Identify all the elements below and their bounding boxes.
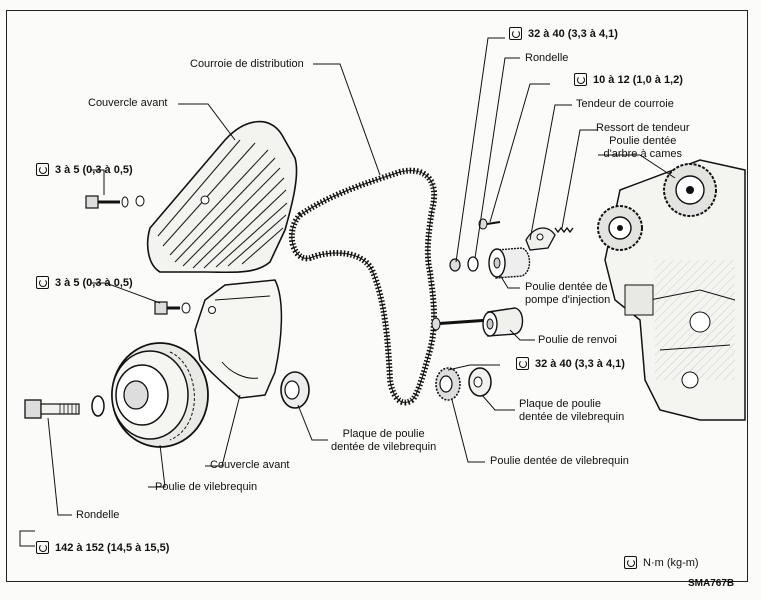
label-washer-bottom: Rondelle (76, 509, 120, 521)
label-injection-pump-sprocket: Poulie dentée de pompe d'injection (525, 281, 611, 306)
camshaft-sprocket (597, 163, 717, 251)
wrench-icon (36, 541, 49, 554)
label-cam-sprocket: Ressort de tendeur Poulie dentée d'arbre… (596, 122, 690, 160)
cover-bolt-lower (154, 301, 191, 315)
tensioner-spring (554, 226, 574, 234)
wrench-icon (516, 357, 529, 370)
torque-spec-2: 10 à 12 (1,0 à 1,2) (574, 73, 683, 86)
crank-sprocket-plate-front (280, 371, 310, 409)
idler-pulley (431, 307, 524, 337)
wrench-icon (36, 163, 49, 176)
lower-front-cover (194, 279, 283, 399)
belt-tensioner (478, 218, 556, 251)
crankshaft-pulley (111, 342, 209, 448)
figure-code: SMA767B (688, 578, 735, 589)
torque-spec-1: 32 à 40 (3,3 à 4,1) (509, 27, 618, 40)
timing-belt (288, 167, 438, 406)
torque-spec-3: 3 à 5 (0,3 à 0,5) (36, 163, 133, 176)
label-crank-sprocket: Poulie dentée de vilebrequin (490, 455, 629, 467)
injection-pump-sprocket (449, 247, 531, 279)
upper-front-cover (146, 120, 298, 274)
crank-sprocket-plate-rear (468, 367, 492, 397)
label-washer-top: Rondelle (525, 52, 569, 64)
label-front-cover-bottom: Couvercle avant (210, 459, 290, 471)
wrench-icon (624, 556, 637, 569)
label-front-cover-top: Couvercle avant (88, 97, 168, 109)
cover-bolt-upper (85, 195, 145, 209)
legend-unit: N·m (kg-m) (624, 556, 699, 569)
torque-spec-4: 3 à 5 (0,3 à 0,5) (36, 276, 133, 289)
label-crank-pulley: Poulie de vilebrequin (155, 481, 258, 493)
label-idler-pulley: Poulie de renvoi (538, 334, 617, 346)
label-timing-belt: Courroie de distribution (190, 58, 304, 70)
label-plate-right: Plaque de poulie dentée de vilebrequin (519, 398, 625, 423)
label-tensioner: Tendeur de courroie (576, 98, 674, 110)
crankshaft-sprocket (435, 367, 461, 401)
diagram-frame (6, 10, 748, 582)
torque-spec-6: 142 à 152 (14,5 à 15,5) (36, 541, 169, 554)
crank-bolt (24, 399, 80, 419)
wrench-icon (36, 276, 49, 289)
torque-spec-5: 32 à 40 (3,3 à 4,1) (516, 357, 625, 370)
crank-washer (91, 395, 105, 417)
leader-lines (19, 37, 676, 547)
label-plate-mid: Plaque de poulie dentée de vilebrequin (331, 428, 437, 453)
wrench-icon (509, 27, 522, 40)
wrench-icon (574, 73, 587, 86)
